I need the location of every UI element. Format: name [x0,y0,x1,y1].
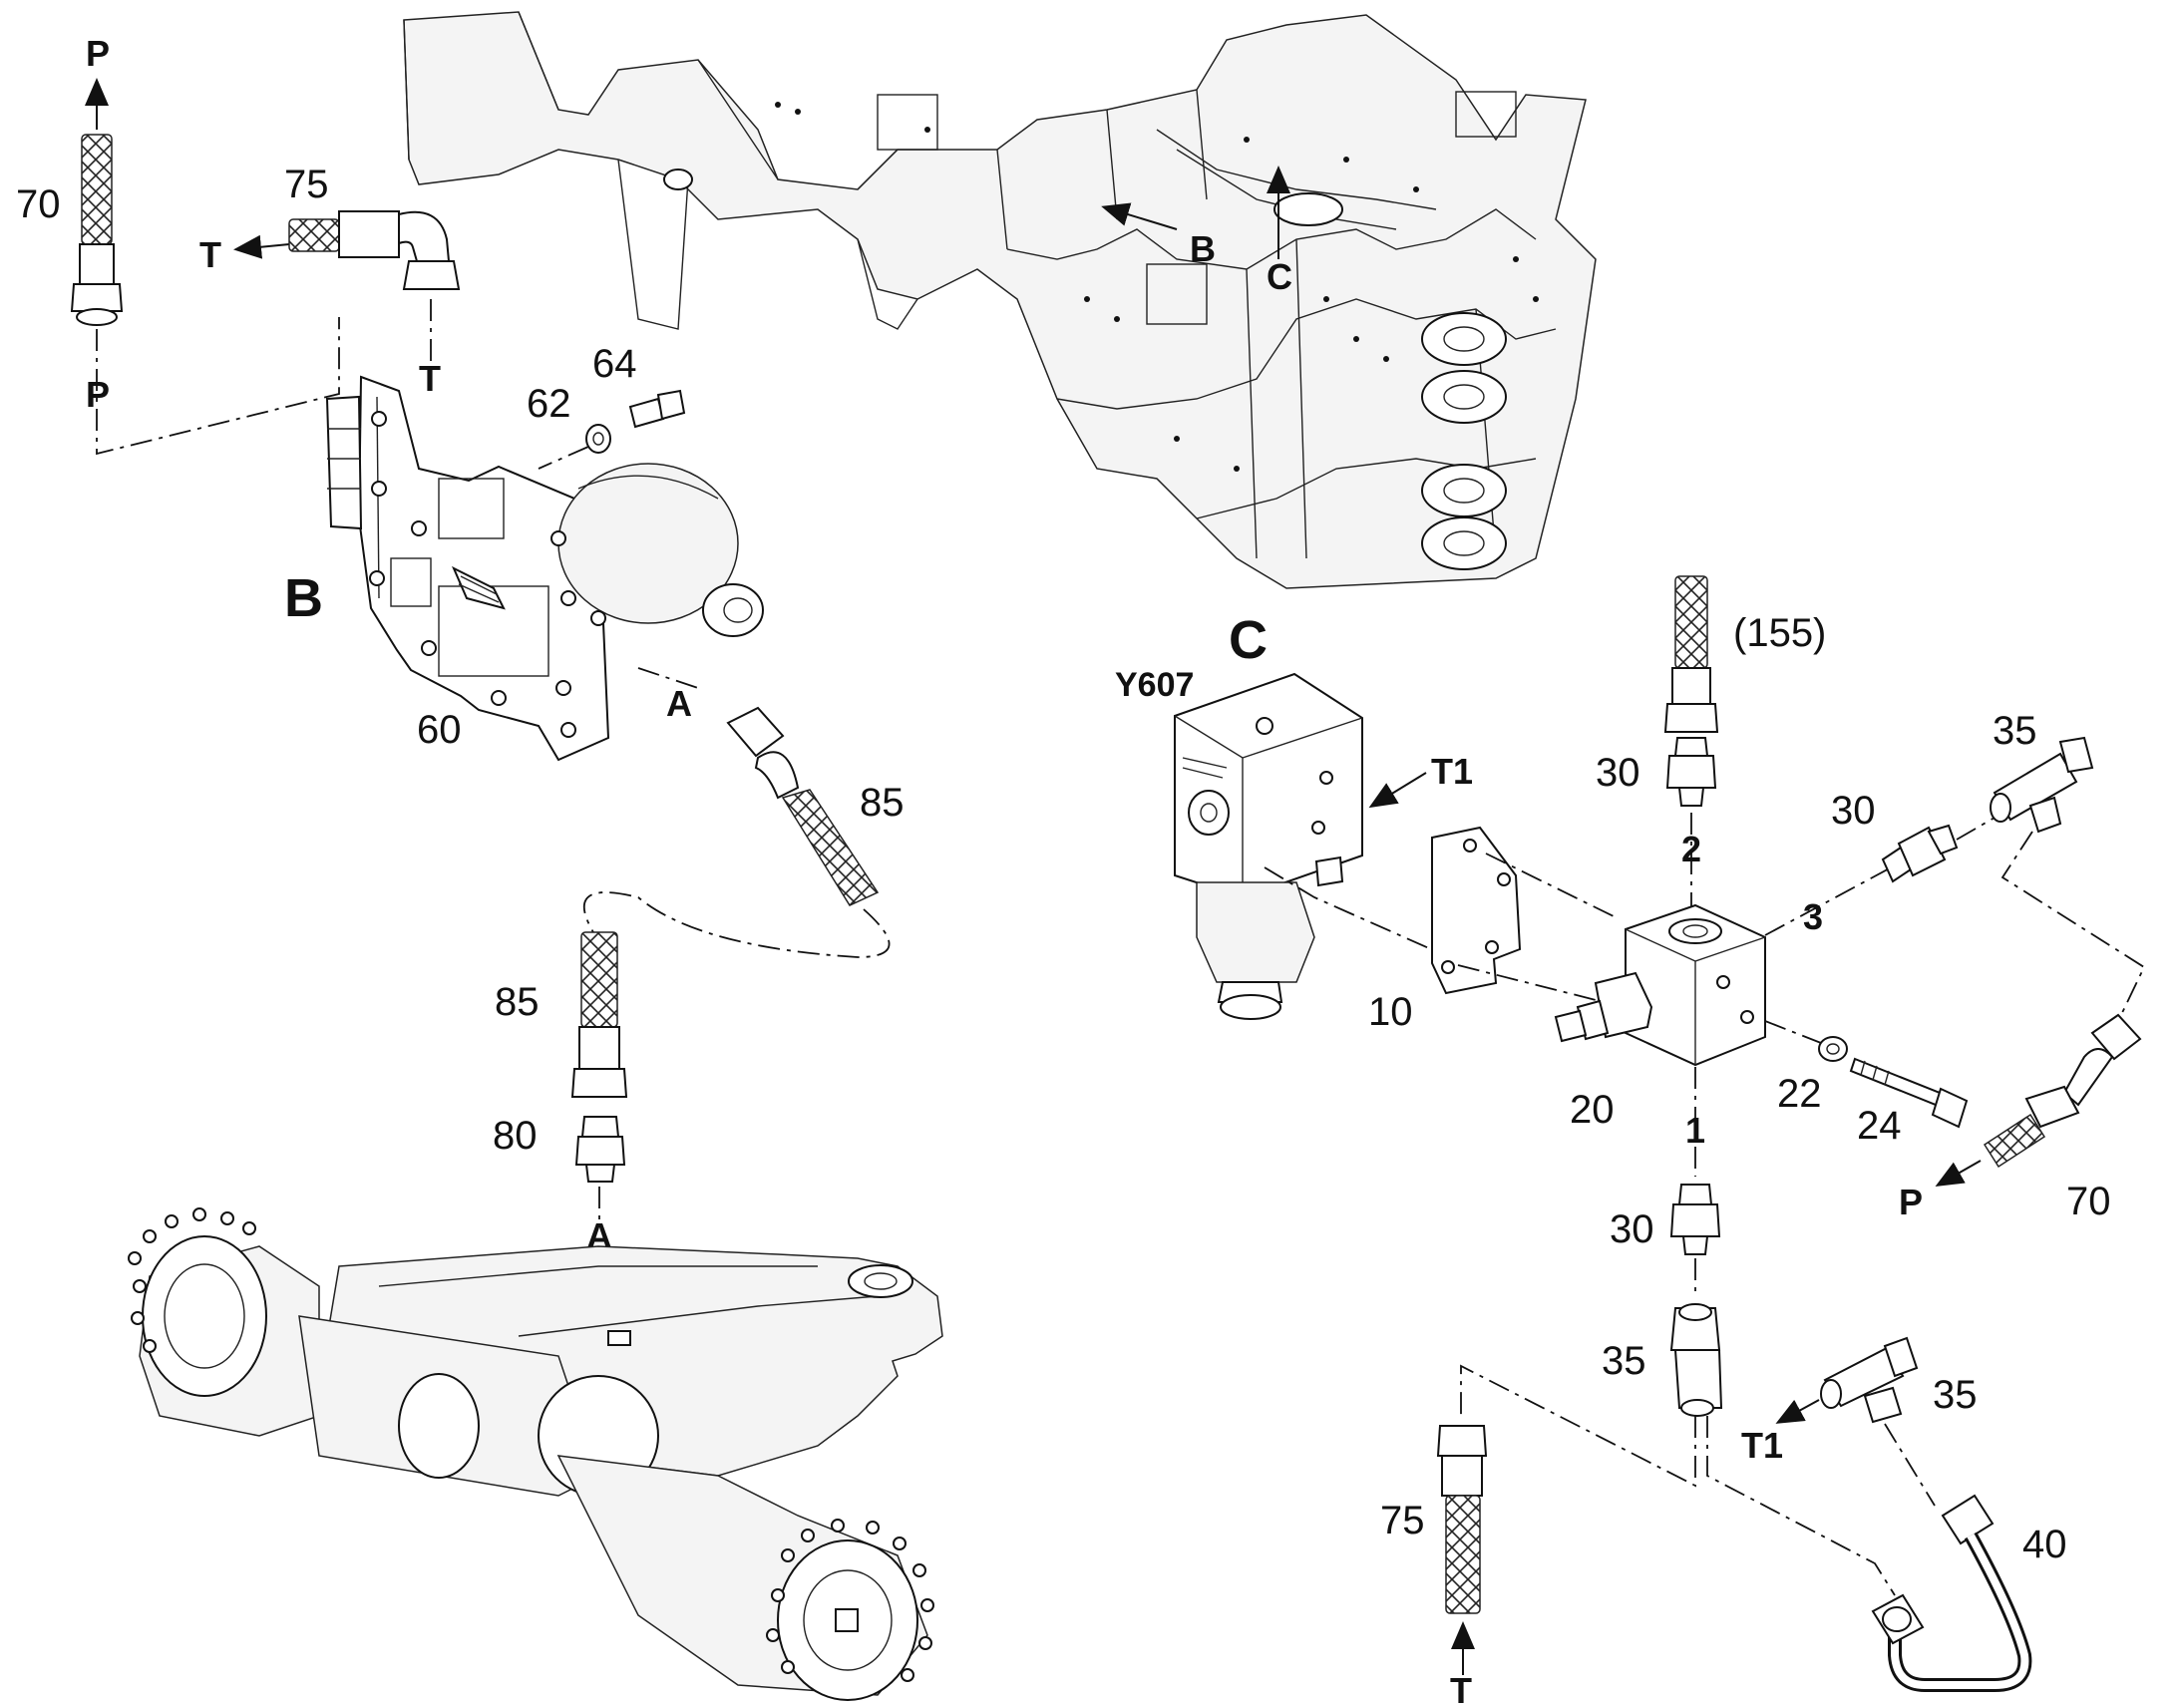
tee-35-lower [1820,1336,1919,1424]
washer-62 [585,424,611,454]
tee-to-tube-40-line [1706,1416,1896,1596]
callout-62: 62 [527,382,571,426]
callout-30-bottom: 30 [1610,1207,1654,1251]
tee-to-tube-leader [1884,1423,1936,1507]
callout-30-right: 30 [1831,789,1876,833]
tee-to-hose-75-line [1460,1364,1696,1488]
port-t1-tee-arrow [1775,1399,1820,1424]
callout-80: 80 [493,1114,538,1158]
port-1: 1 [1685,1110,1705,1151]
callout-85-lower: 85 [495,980,540,1024]
valve-code: Y607 [1115,666,1194,704]
adapter-30-bottom [1669,1184,1721,1255]
bracket-leader-b [1457,964,1625,1008]
callout-35-lower: 35 [1933,1373,1978,1417]
callout-40: 40 [2022,1523,2067,1566]
tee-35-right [1990,736,2094,834]
port-3-line [1764,864,1896,936]
tee-35-bottom [1669,1303,1723,1417]
callout-24: 24 [1857,1104,1902,1148]
callout-22: 22 [1777,1072,1822,1116]
port-t1-valve: T1 [1431,751,1473,792]
adapter-30-top [1665,737,1717,807]
tee-leader [1956,817,1996,841]
washer-22 [1818,1036,1848,1062]
hose-75-top [233,210,461,389]
port-t-line: T [419,358,441,399]
hose-85-lower [570,931,628,1098]
callout-30-top: 30 [1596,751,1640,795]
hose-85-upper [582,706,891,958]
port-p-top: P [86,33,110,74]
port-t-arrow: T [199,234,221,275]
adapter-30-right [1881,824,1959,883]
view-b-label: B [284,568,323,628]
bolt-62-leader [538,446,589,470]
port-t-bottom: T [1450,1670,1472,1708]
callout-35-bottom: 35 [1602,1339,1646,1383]
solenoid-valve-y607 [1174,672,1363,1020]
view-b-arrow [1101,202,1178,230]
view-b-arrow-label: B [1190,228,1216,269]
callout-70-top: 70 [16,182,61,226]
port-2: 2 [1681,829,1701,869]
callout-35-right: 35 [1993,709,2037,753]
valve-block-20 [1554,903,1766,1067]
port-t1-tee: T1 [1741,1425,1783,1466]
view-c-arrow-label: C [1267,256,1292,297]
port-p-bottom: P [86,374,110,415]
port-a-upper: A [666,683,692,724]
bracket-leader-a [1485,853,1617,918]
callout-155: (155) [1733,611,1826,655]
hose-75-bottom [1436,1425,1488,1675]
view-c-label: C [1229,610,1268,670]
port-p-right: P [1899,1182,1923,1222]
port-t1-valve-arrow [1368,772,1427,809]
bolt-64 [628,389,686,429]
port-3: 3 [1803,896,1823,937]
port-a-line [637,667,699,689]
tee-to-hose-70-line [2000,831,2146,1018]
callout-85-upper: 85 [860,781,905,825]
hose-70-top [70,78,340,456]
callout-60: 60 [417,708,462,752]
hose-70-right [1935,1013,2142,1187]
machine-frame [403,11,1597,589]
callout-75-top: 75 [284,163,329,206]
adapter-80 [574,1116,626,1221]
callout-75-bottom: 75 [1380,1499,1425,1542]
hose-155 [1663,575,1719,733]
bolt-24 [1849,1057,1969,1129]
bolt-leader [1764,1020,1822,1044]
axle-assembly [128,1207,943,1701]
callout-64: 64 [592,342,637,386]
accumulator-plate-assembly [325,375,764,762]
callout-10: 10 [1368,990,1413,1034]
callout-70-right: 70 [2066,1180,2111,1223]
bracket-10 [1431,826,1522,995]
tube-40 [1871,1494,2032,1692]
callout-20: 20 [1570,1088,1615,1132]
